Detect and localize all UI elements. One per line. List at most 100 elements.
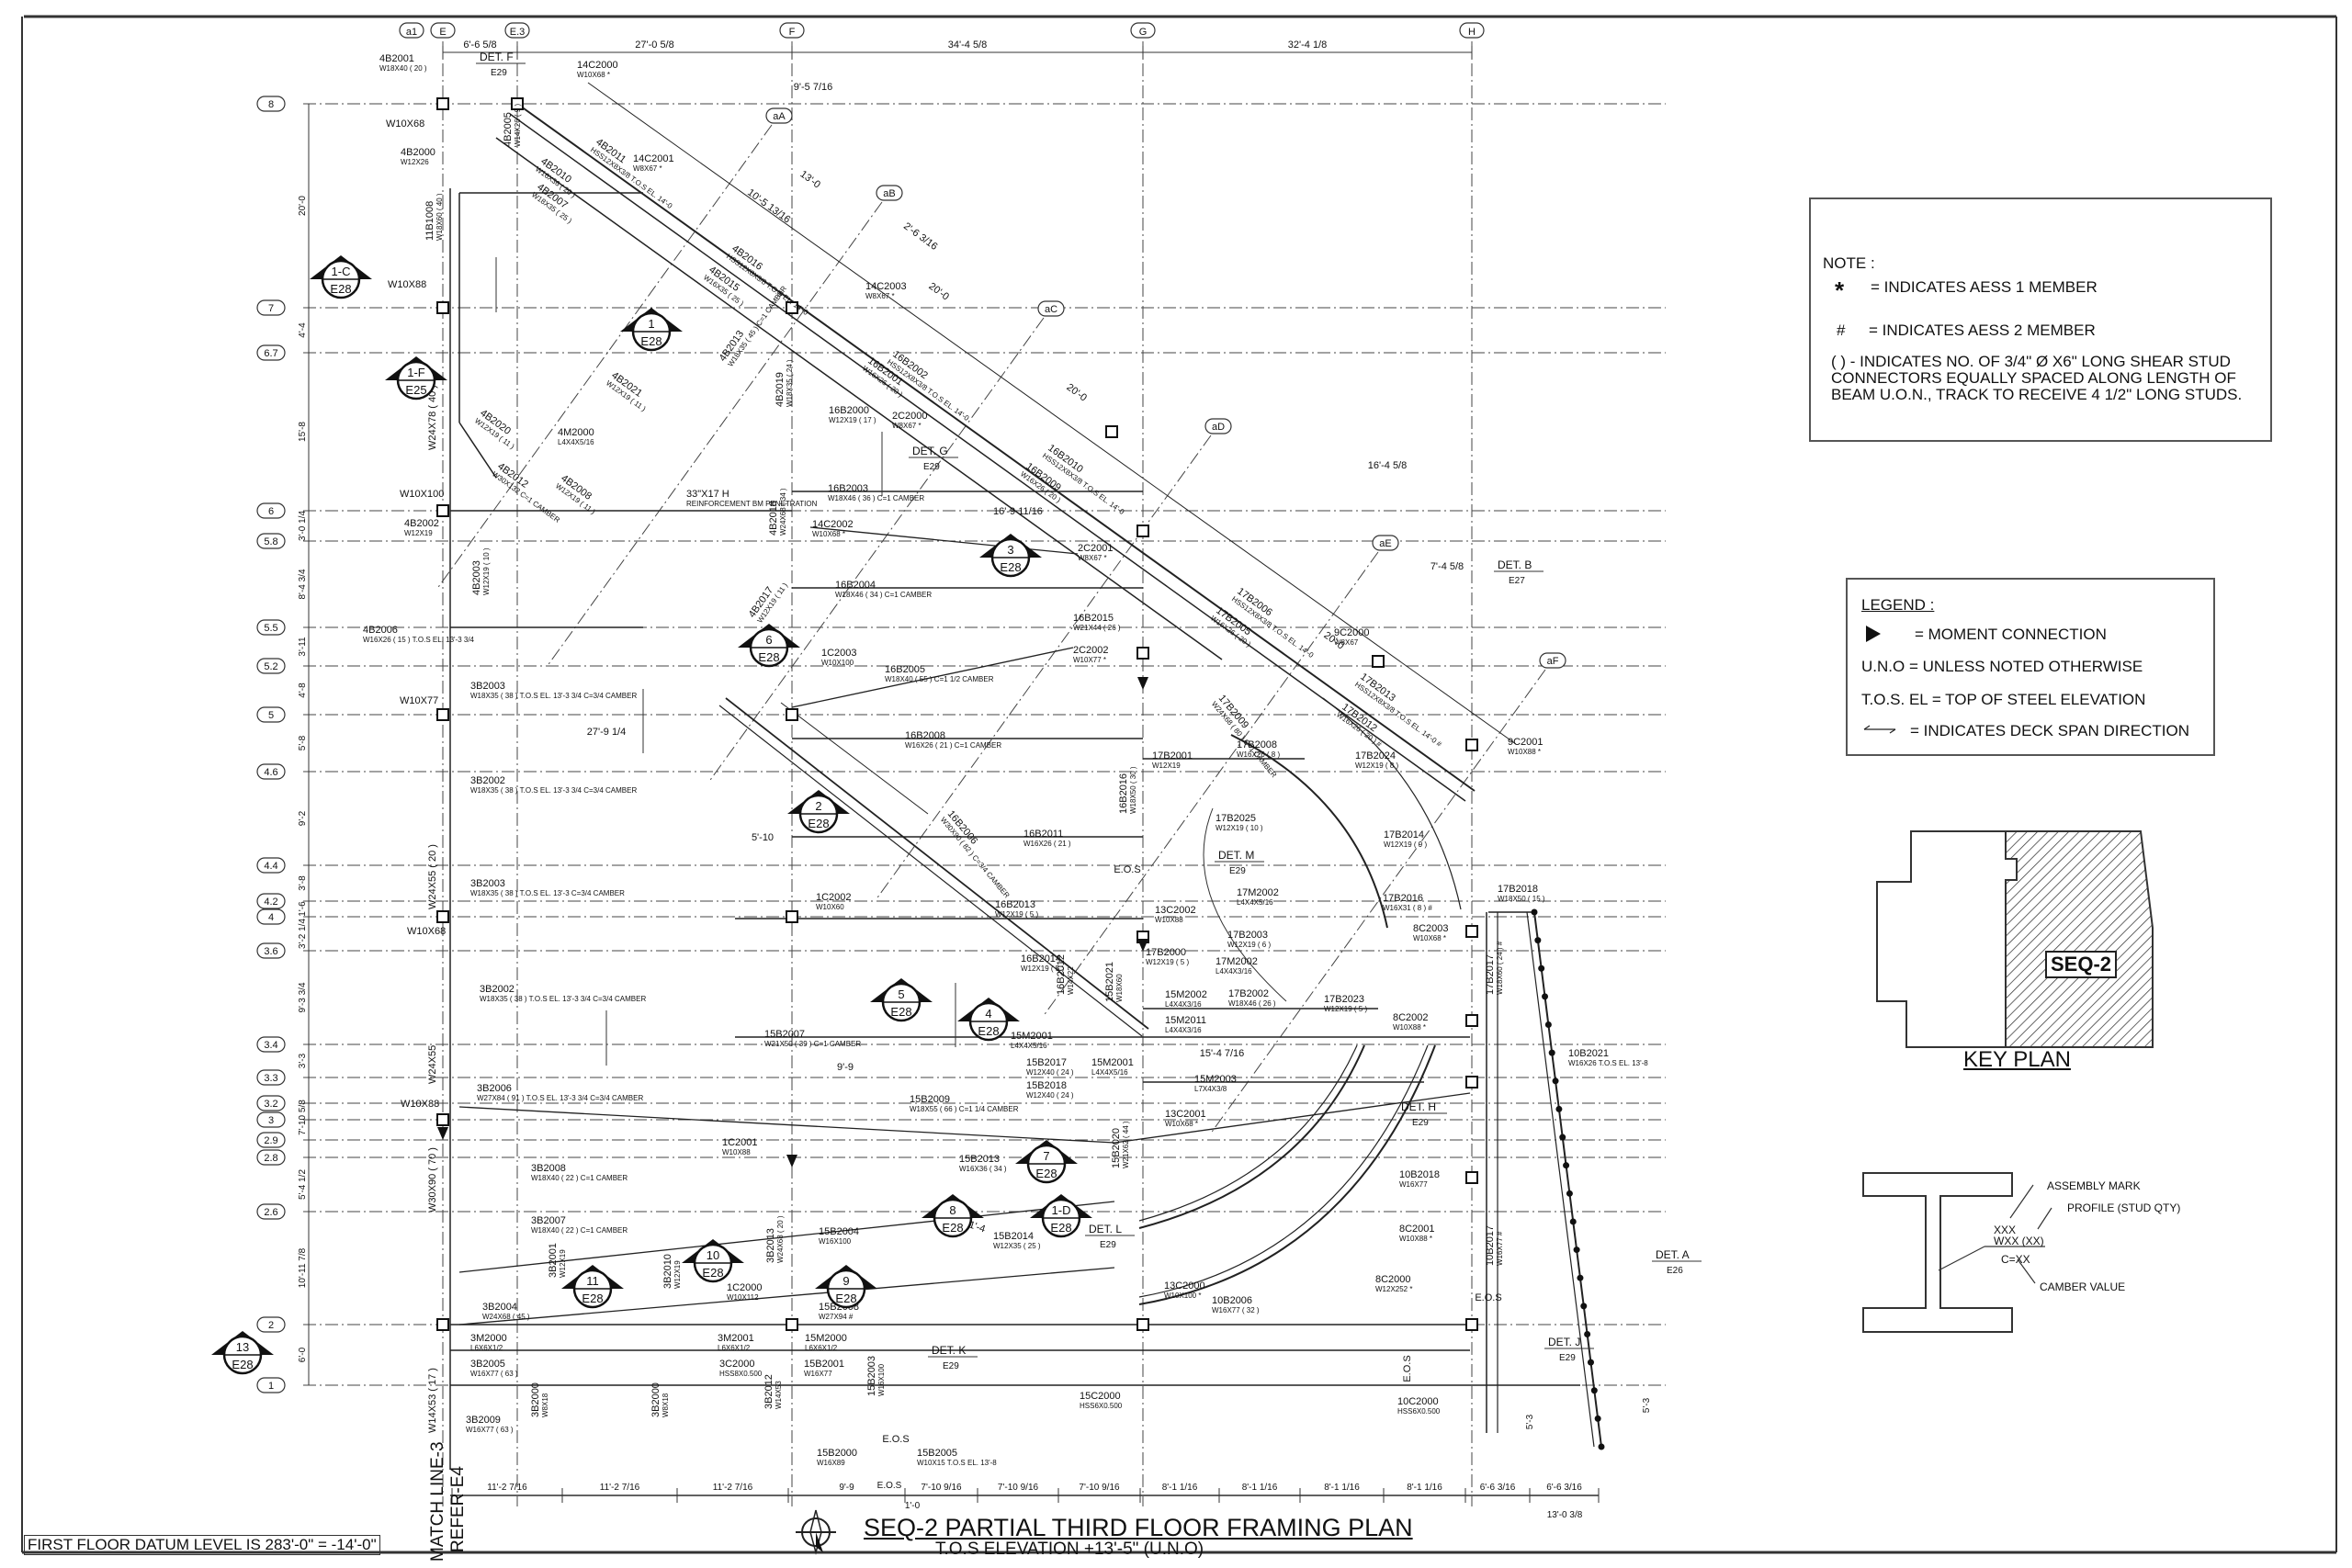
bottom-dim-3: 9'-9 (839, 1483, 854, 1493)
member-profile: W8X67 * (1078, 554, 1107, 562)
column-marker (1136, 1318, 1149, 1331)
member-mark: 15B2007 (764, 1029, 805, 1040)
member-mark: 4B2018 (768, 501, 779, 536)
section-sheet: E28 (1035, 1167, 1057, 1180)
member-profile: W10X100 (821, 659, 854, 667)
member-mark: 4B2002 (404, 518, 439, 529)
member-profile: W12X19 (559, 1249, 567, 1278)
grid-label-F: F (789, 27, 796, 38)
member-profile: W8X67 * (633, 164, 662, 173)
grid-bubble-2.9 (256, 1132, 286, 1148)
member-mark: 17B2002 (1228, 988, 1269, 999)
member-mark: 15C2000 (1080, 1391, 1121, 1402)
grid-label-3.3: 3.3 (264, 1073, 277, 1084)
section-number: 7 (1043, 1149, 1049, 1163)
member-mark: 1C2002 (816, 892, 852, 903)
grid-bubble-E (430, 22, 456, 39)
grid-bubble-6.7 (256, 344, 286, 361)
member-profile: W16X26 ( 21 ) (1023, 840, 1071, 848)
grid-label-3.4: 3.4 (264, 1040, 277, 1051)
section-number: 6 (765, 633, 772, 647)
member-profile: W24X68 ( 34 ) (779, 488, 787, 536)
member-profile: W12X35 ( 25 ) (993, 1242, 1041, 1250)
grid-bubble-4.6 (256, 763, 286, 780)
member-mark: 16B2000 (829, 405, 869, 416)
vertical-member-label-W30X90 ( 70 ): W30X90 ( 70 ) (427, 1147, 438, 1213)
column-marker (436, 708, 449, 721)
section-number: 1-F (407, 366, 425, 379)
member-profile: W16X77 (804, 1370, 832, 1378)
detail-callout-DET. F: DET. FE29 (476, 51, 526, 78)
member-mark: 14C2000 (577, 60, 618, 71)
member-mark: 17M2002 (1237, 887, 1279, 898)
member-label-W10X88: W10X88 (401, 1099, 439, 1110)
grid-bubble-8 (256, 96, 286, 112)
member-profile: HSS8X0.500 (719, 1370, 763, 1378)
left-dim-14: 7'-10 5/8 (298, 1100, 308, 1135)
grid-bubble-5 (256, 706, 286, 723)
member-profile: W12X19 ( 5 ) (995, 910, 1038, 919)
shear-stud (1580, 1303, 1588, 1310)
dim-7: 16'-9 11/16 (993, 506, 1043, 517)
detail-sheet: E27 (1509, 576, 1525, 586)
detail-name: DET. H (1401, 1100, 1436, 1113)
structural-members (436, 82, 1605, 1496)
detail-name: DET. F (480, 51, 514, 63)
member-mark: 15M2003 (1194, 1074, 1237, 1085)
key-plan-graphic (1876, 830, 2154, 1048)
member-mark: 8C2000 (1375, 1274, 1411, 1285)
beam-3B2008 (458, 1201, 1115, 1273)
key-plan-seq2-label: SEQ-2 (2045, 951, 2118, 978)
member-profile: W16X77 ( 32 ) (1212, 1306, 1260, 1314)
member-profile: W16X26 T.O.S EL. 13'-8 (1568, 1059, 1648, 1067)
grid-label-2.8: 2.8 (264, 1153, 277, 1164)
slab-edge-outer (1533, 911, 1602, 1448)
member-profile: W18X46 ( 34 ) C=1 CAMBER (835, 591, 932, 599)
member-profile: W12X19 ( 9 ) (1384, 840, 1427, 849)
member-mark: 16B2003 (828, 483, 868, 494)
shear-stud (1548, 1049, 1555, 1056)
member-profile: W10X88 (1155, 916, 1183, 924)
member-mark: 13C2002 (1155, 905, 1196, 916)
detail-callout-DET. G: DET. GE29 (909, 445, 958, 472)
dim-4: 20'-0 (1064, 382, 1089, 404)
curved-beam-17B2008 (1230, 734, 1388, 929)
vertical-member-label-W24X55: W24X55 (427, 1045, 438, 1084)
member-profile: W18X35 ( 24 ) (786, 359, 794, 407)
member-mark: 3B2008 (531, 1163, 566, 1174)
member-mark: 4B2001 (379, 53, 414, 64)
member-profile: W18X60 (1115, 974, 1124, 1002)
grid-label-4: 4 (268, 912, 274, 923)
eos-label: E.O.S (1114, 864, 1140, 875)
grid-label-2.9: 2.9 (264, 1135, 277, 1146)
detail-callout-DET. H: DET. HE29 (1397, 1100, 1447, 1128)
member-mark: 10B2021 (1568, 1048, 1609, 1059)
grid-label-3.6: 3.6 (264, 946, 277, 957)
member-mark: 33"X17 H (686, 489, 729, 500)
member-profile: W8X18 (541, 1393, 549, 1417)
member-profile: W8X67 (1334, 638, 1359, 647)
member-mark: 17B2008 (1237, 739, 1277, 750)
member-mark: 8C2001 (1399, 1224, 1435, 1235)
member-mark: 16B2008 (905, 730, 945, 741)
column-marker (1465, 1318, 1478, 1331)
member-mark: 15M2001 (1011, 1031, 1053, 1042)
member-mark: 10C2000 (1397, 1396, 1439, 1407)
grid-bubble-2.6 (256, 1203, 286, 1220)
column-marker (786, 910, 798, 923)
